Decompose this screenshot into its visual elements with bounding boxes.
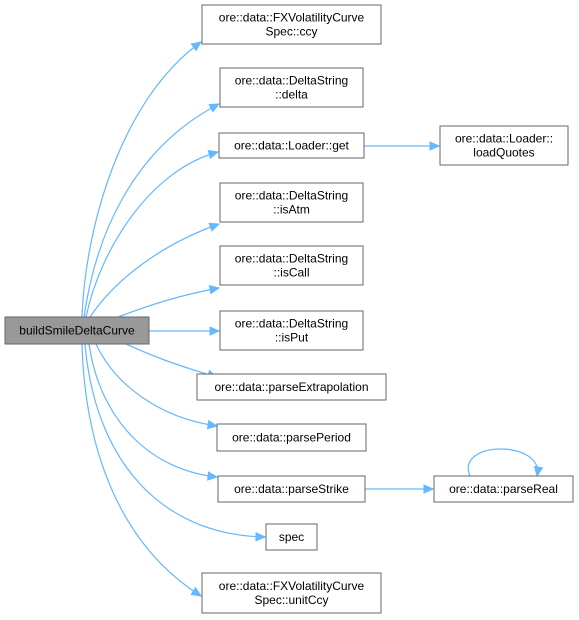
node-parse-strike[interactable]: ore::data::parseStrike <box>217 475 366 503</box>
edge-arrowhead <box>533 465 544 478</box>
node-label: ore::data::DeltaString <box>235 317 348 331</box>
edge-line <box>95 343 218 427</box>
edge-arrowhead <box>209 326 221 336</box>
node-box <box>218 132 365 159</box>
node-box <box>201 4 382 45</box>
node-label: loadQuotes <box>473 146 534 160</box>
edge-root-to-ds-isput <box>149 326 221 336</box>
edges-layer <box>81 41 544 597</box>
node-box <box>201 572 382 614</box>
edge-arrowhead <box>190 586 203 597</box>
node-label: Spec::ccy <box>265 25 317 39</box>
edge-line <box>88 343 218 478</box>
node-ds-isatm[interactable]: ore::data::DeltaString::isAtm <box>219 182 364 223</box>
node-box <box>265 523 318 551</box>
edge-root-to-fx-ccy <box>81 41 202 318</box>
node-box <box>216 423 367 452</box>
edge-line <box>81 41 202 318</box>
edge-line <box>81 343 202 597</box>
edge-root-to-parse-extrap <box>125 343 219 379</box>
node-parse-extrap[interactable]: ore::data::parseExtrapolation <box>196 373 387 401</box>
node-ds-delta[interactable]: ore::data::DeltaString::delta <box>219 67 364 108</box>
node-box <box>196 373 387 401</box>
edge-parse-real-to-parse-real <box>467 448 544 478</box>
node-box <box>219 182 364 223</box>
node-label: ::isPut <box>275 331 309 345</box>
node-root[interactable]: buildSmileDeltaCurve <box>4 316 150 345</box>
node-box <box>219 67 364 108</box>
edge-arrowhead <box>207 149 220 160</box>
edge-line <box>89 223 220 318</box>
node-label: ::isCall <box>273 266 309 280</box>
node-label: ore::data::DeltaString <box>235 74 348 88</box>
edge-arrowhead <box>207 471 219 481</box>
edge-root-to-ds-delta <box>83 103 221 318</box>
node-label: ore::data::Loader::get <box>234 139 349 153</box>
node-label: ore::data::parseReal <box>449 482 558 496</box>
node-label: ore::data::DeltaString <box>235 189 348 203</box>
node-box <box>439 125 569 166</box>
edge-arrowhead <box>190 41 202 52</box>
node-box <box>219 310 364 351</box>
node-box <box>219 245 364 286</box>
nodes-layer: buildSmileDeltaCurveore::data::FXVolatil… <box>4 4 574 614</box>
edge-line <box>125 343 218 378</box>
node-label: ore::data::parseExtrapolation <box>214 380 368 394</box>
node-box <box>217 475 366 503</box>
edge-line <box>117 287 220 318</box>
edge-parse-strike-to-parse-real <box>365 484 435 494</box>
node-label: ore::data::parsePeriod <box>232 431 351 445</box>
node-parse-period[interactable]: ore::data::parsePeriod <box>216 423 367 452</box>
node-label: ore::data::DeltaString <box>235 252 348 266</box>
edge-root-to-parse-period <box>95 343 219 430</box>
edge-line <box>467 448 538 477</box>
edge-root-to-spec <box>84 343 267 542</box>
node-parse-real[interactable]: ore::data::parseReal <box>433 475 574 503</box>
node-label: ore::data::FXVolatilityCurve <box>219 579 365 593</box>
edge-arrowhead <box>206 419 219 430</box>
edge-root-to-loader-get <box>85 149 220 318</box>
edge-arrowhead <box>208 103 221 113</box>
edge-arrowhead <box>208 285 221 295</box>
node-loader-loadquotes[interactable]: ore::data::Loader::loadQuotes <box>439 125 569 166</box>
edge-loader-get-to-loader-loadquotes <box>364 141 441 151</box>
edge-arrowhead <box>423 484 435 494</box>
edge-arrowhead <box>208 222 221 232</box>
node-label: ::isAtm <box>273 203 310 217</box>
node-box <box>4 316 150 345</box>
edge-line <box>84 343 266 538</box>
edge-line <box>83 103 220 318</box>
node-label: buildSmileDeltaCurve <box>19 324 135 338</box>
edge-line <box>85 151 219 318</box>
edge-root-to-fx-unitccy <box>81 343 203 597</box>
node-spec[interactable]: spec <box>265 523 318 551</box>
node-label: Spec::unitCcy <box>254 593 328 607</box>
edge-root-to-ds-isatm <box>89 222 221 318</box>
node-label: ::delta <box>275 88 308 102</box>
node-label: spec <box>279 530 304 544</box>
node-label: ore::data::Loader:: <box>455 132 553 146</box>
edge-arrowhead <box>429 141 441 151</box>
node-ds-isput[interactable]: ore::data::DeltaString::isPut <box>219 310 364 351</box>
node-box <box>433 475 574 503</box>
node-ds-iscall[interactable]: ore::data::DeltaString::isCall <box>219 245 364 286</box>
node-fx-unitccy[interactable]: ore::data::FXVolatilityCurveSpec::unitCc… <box>201 572 382 614</box>
node-label: ore::data::FXVolatilityCurve <box>219 11 365 25</box>
node-label: ore::data::parseStrike <box>234 482 349 496</box>
edge-root-to-parse-strike <box>88 343 219 481</box>
edge-root-to-ds-iscall <box>117 285 221 318</box>
edge-arrowhead <box>255 532 267 542</box>
node-loader-get[interactable]: ore::data::Loader::get <box>218 132 365 159</box>
